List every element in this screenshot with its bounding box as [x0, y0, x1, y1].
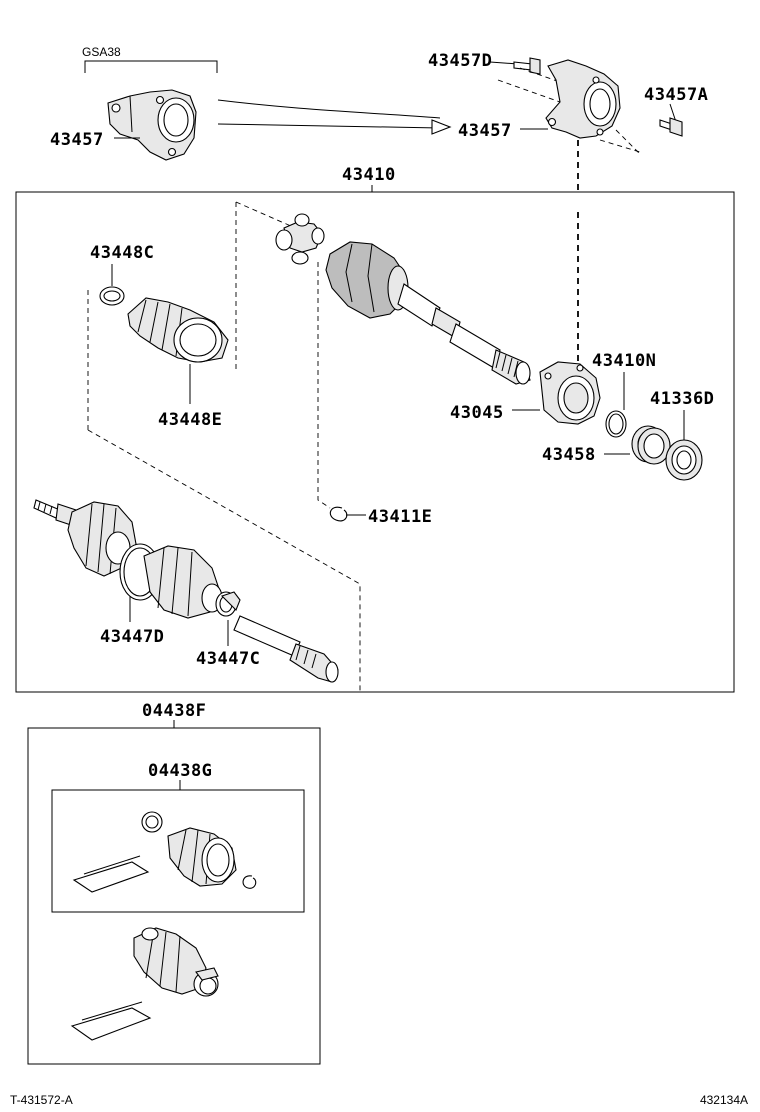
- label-04438f: 04438F: [142, 701, 206, 721]
- gsa38-group: GSA38 43457: [50, 45, 218, 161]
- kit-g-grease-pack[interactable]: [72, 855, 150, 893]
- label-41336d: 41336D: [650, 389, 714, 409]
- boot-kit-04438f-box: [27, 727, 321, 1065]
- dash-guide-bolt-d2: [519, 67, 561, 83]
- gsa38-label: GSA38: [82, 45, 121, 59]
- kit-f-boot[interactable]: [133, 927, 207, 995]
- boot-inboard[interactable]: [127, 297, 229, 363]
- label-43411e: 43411E: [368, 507, 432, 527]
- boot-outboard[interactable]: [67, 501, 137, 577]
- bearing-43458[interactable]: [631, 425, 671, 465]
- label-43457a: 43457A: [644, 85, 708, 105]
- snap-ring-43410n[interactable]: [605, 410, 627, 438]
- clamp-43448c[interactable]: [99, 286, 125, 306]
- label-43457-right: 43457: [458, 121, 512, 141]
- footer-left-code: T-431572-A: [10, 1093, 73, 1107]
- dash-guide-bolt-a: [615, 129, 641, 155]
- kit-g-clamp-small[interactable]: [141, 811, 163, 833]
- bearing-bracket-right-group: 43457D 43457 43457A: [428, 51, 708, 192]
- transfer-arrows: [217, 99, 452, 135]
- label-43457-left: 43457: [50, 130, 104, 150]
- tripod-joint[interactable]: [275, 213, 325, 265]
- snap-ring-43411e[interactable]: [329, 506, 348, 522]
- bearing-housing-43045[interactable]: [539, 361, 601, 425]
- boot-kit-04438g-box: [51, 789, 305, 913]
- bearing-bracket-left[interactable]: [107, 89, 197, 161]
- dash-guide-bolt-a2: [599, 139, 641, 153]
- label-43410: 43410: [342, 165, 396, 185]
- label-43447d: 43447D: [100, 627, 164, 647]
- boot-outboard-2[interactable]: [143, 545, 223, 619]
- inboard-joint-housing[interactable]: [325, 241, 409, 319]
- label-43045: 43045: [450, 403, 504, 423]
- bolt-43457d[interactable]: [513, 57, 541, 75]
- outboard-shaft[interactable]: [233, 615, 339, 683]
- label-43448c: 43448C: [90, 243, 154, 263]
- label-43457d: 43457D: [428, 51, 492, 71]
- dash-guide-bolt-d: [497, 79, 561, 103]
- bolt-43457a[interactable]: [659, 117, 683, 137]
- kit-f-grease-pack[interactable]: [70, 1001, 152, 1041]
- oil-seal-41336d[interactable]: [665, 439, 703, 481]
- kit-f-clamp[interactable]: [193, 967, 219, 997]
- footer-right-code: 432134A: [700, 1093, 748, 1107]
- bearing-bracket-right[interactable]: [545, 59, 621, 139]
- label-04438g: 04438G: [148, 761, 212, 781]
- kit-g-boot[interactable]: [167, 827, 237, 887]
- label-43458: 43458: [542, 445, 596, 465]
- gsa38-bracket-line: [84, 60, 218, 73]
- leader-43457a: [669, 103, 677, 123]
- label-43448e: 43448E: [158, 410, 222, 430]
- drive-shaft-assembly-box: [15, 191, 735, 693]
- label-43447c: 43447C: [196, 649, 260, 669]
- label-43410n: 43410N: [592, 351, 656, 371]
- inboard-shaft[interactable]: [397, 283, 531, 385]
- leader-43457d: [489, 61, 519, 65]
- clamp-43447c[interactable]: [215, 591, 241, 617]
- kit-g-snap-ring[interactable]: [242, 875, 257, 889]
